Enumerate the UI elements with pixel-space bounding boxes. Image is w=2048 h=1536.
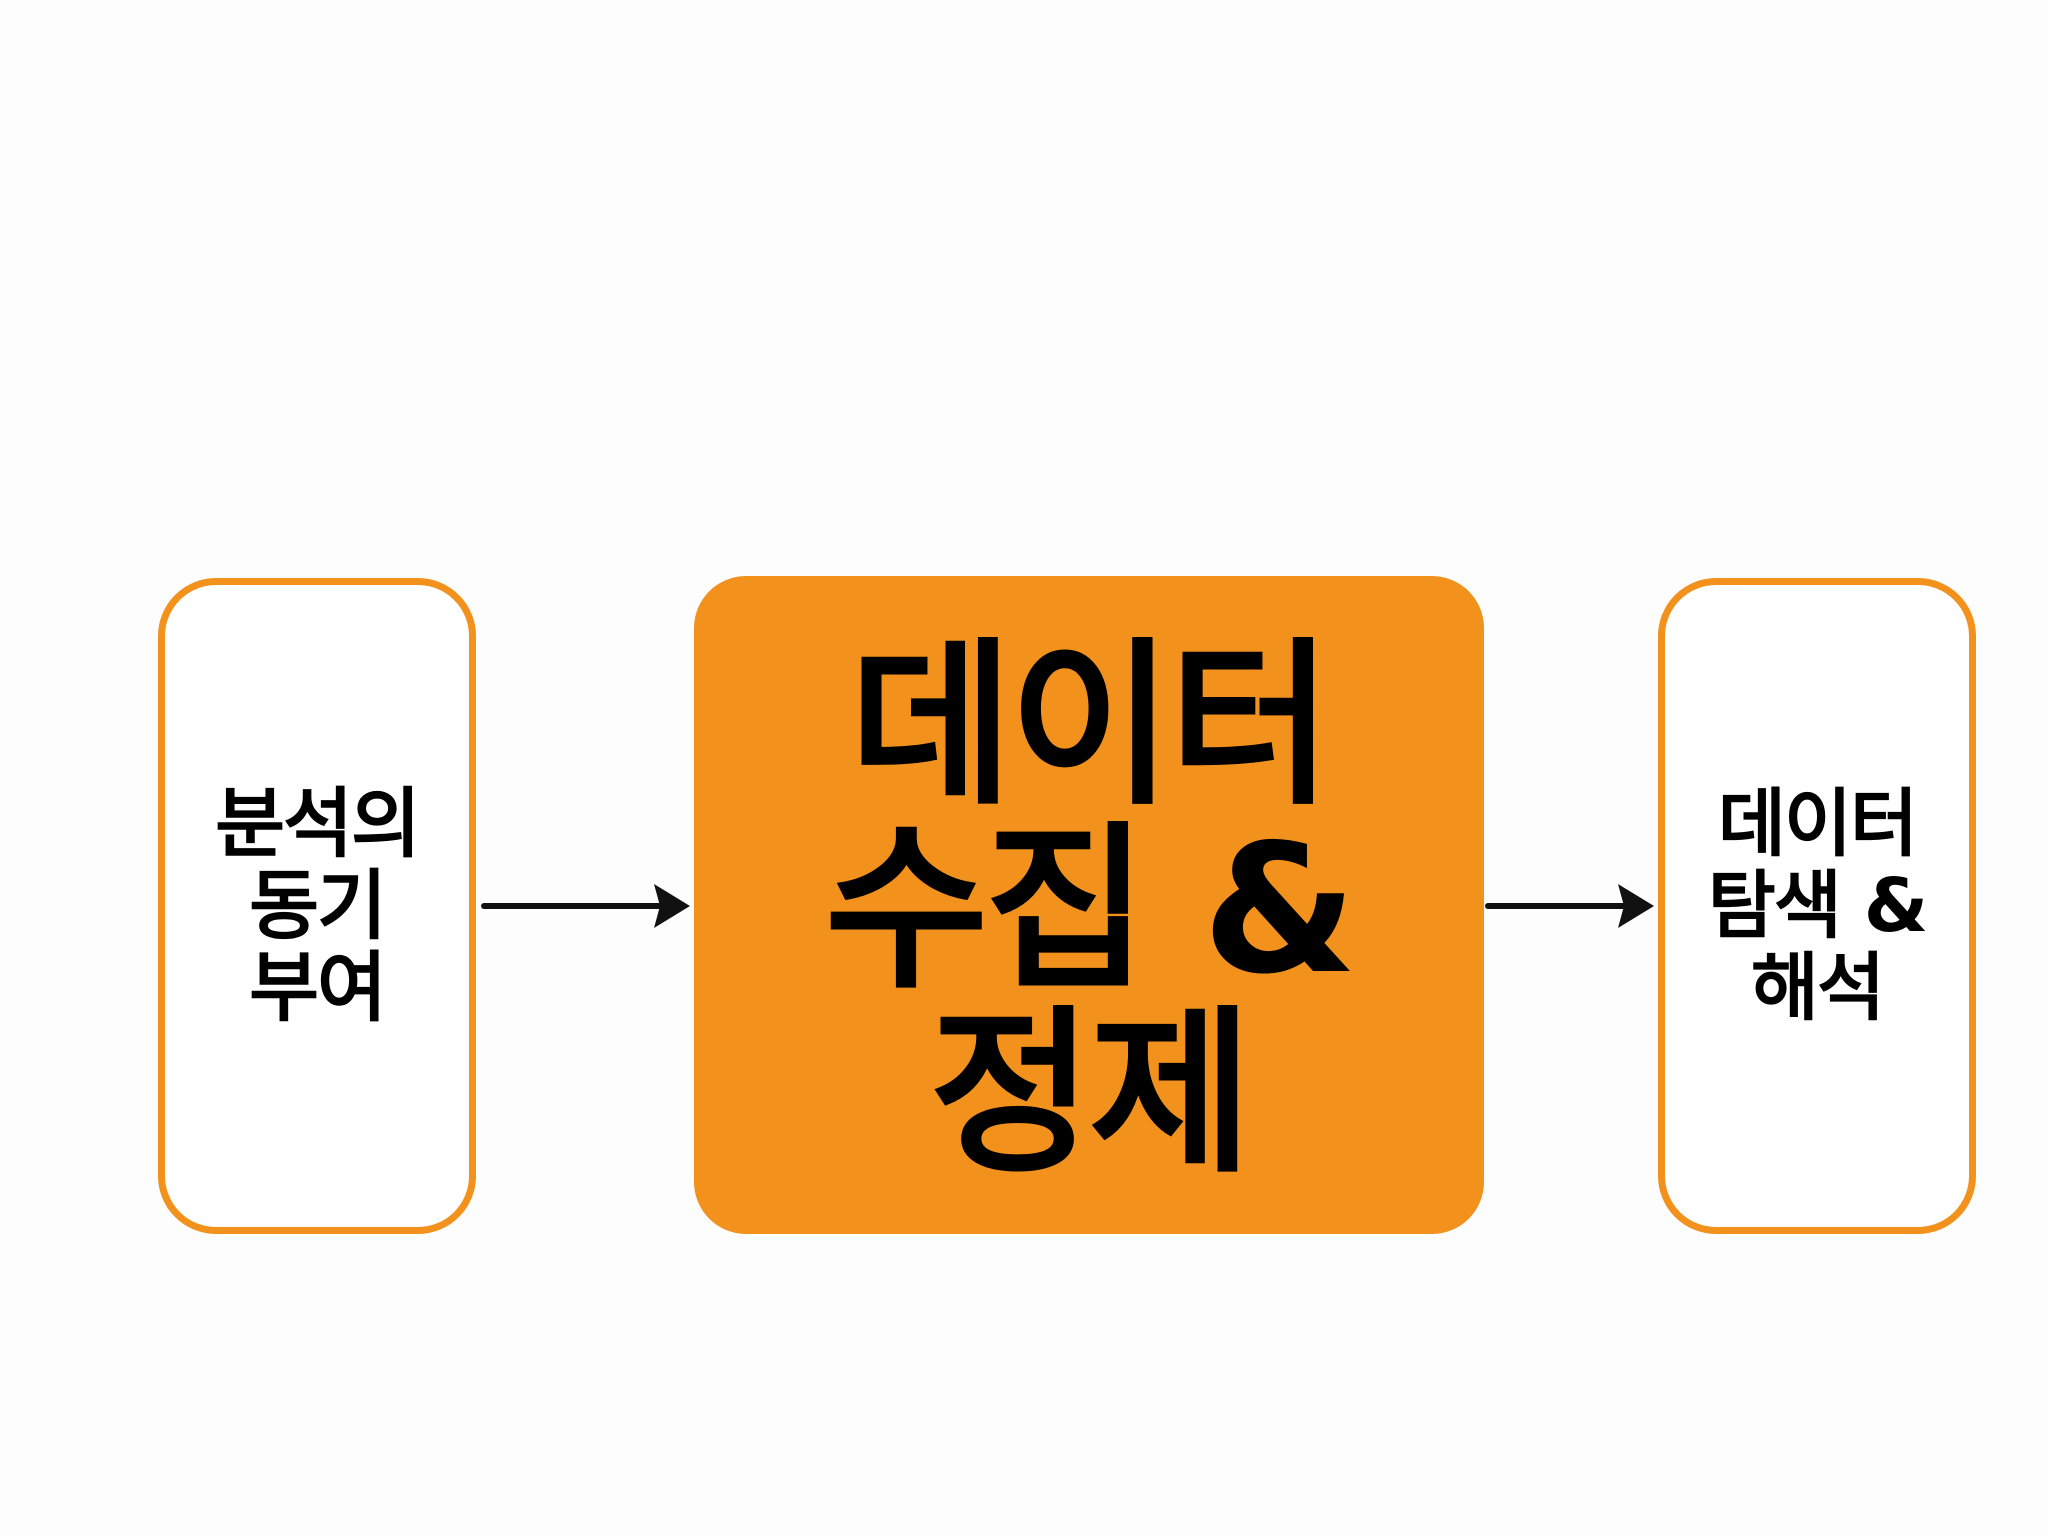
box-data-exploration-label: 데이터 탐색 & 해석	[1707, 781, 1928, 1031]
arrow-collection-to-exploration	[1485, 884, 1654, 928]
box-data-collection: 데이터 수집 & 정제	[694, 576, 1484, 1234]
box-data-exploration: 데이터 탐색 & 해석	[1658, 578, 1976, 1234]
arrowhead-icon	[654, 884, 690, 928]
arrowhead-icon	[1618, 884, 1654, 928]
box-analysis-motivation: 분석의 동기 부여	[158, 578, 476, 1234]
box-analysis-motivation-label: 분석의 동기 부여	[215, 779, 421, 1032]
arrow-motivation-to-collection	[481, 884, 690, 928]
box-data-collection-label: 데이터 수집 & 정제	[824, 622, 1358, 1197]
